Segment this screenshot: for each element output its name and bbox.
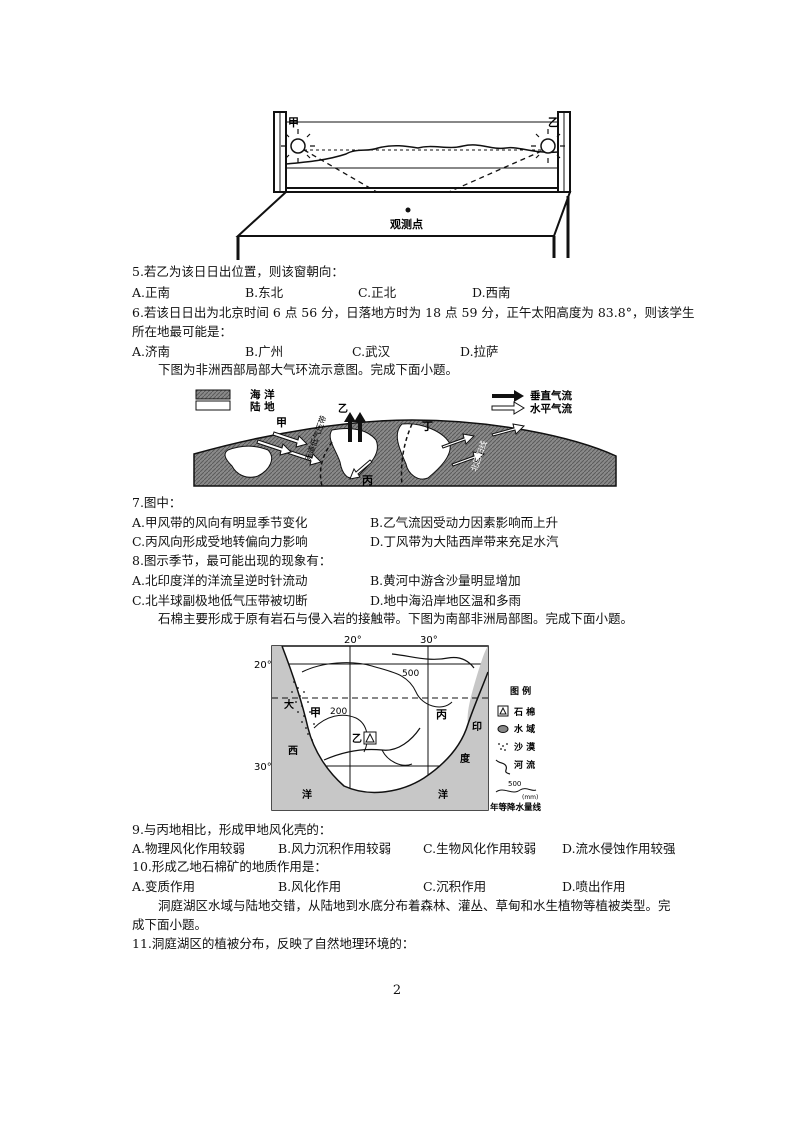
asbestos-symbol-icon (363, 731, 377, 745)
q6-stem-line2: 所在地最可能是： (132, 324, 233, 339)
legend-river-icon (495, 759, 511, 775)
intro-asbestos: 石棉主要形成于原有岩石与侵入岩的接触带。下图为南部非洲局部图。完成下面小题。 (158, 611, 634, 626)
sun-icon-right (531, 129, 565, 163)
legend-land: 陆 地 (250, 400, 275, 413)
q10-stem: 10.形成乙地石棉矿的地质作用是： (132, 859, 327, 874)
fig2-label-yi: 乙 (338, 403, 348, 415)
legend-water-icon (497, 725, 509, 733)
fig2-label-bing: 丙 (362, 474, 373, 487)
q9-option-c: C.生物风化作用较弱 (423, 841, 537, 856)
q6-option-c: C.武汉 (352, 344, 391, 359)
window-diagram: 甲 乙 观测点 (235, 111, 572, 260)
label-yi: 乙 (548, 116, 559, 129)
q7-option-a: A.甲风带的风向有明显季节变化 (132, 515, 308, 530)
fig3-label-jia: 甲 (310, 706, 321, 719)
legend-isoline: 年等降水量线 (490, 802, 542, 812)
intro-circulation: 下图为非洲西部局部大气环流示意图。完成下面小题。 (158, 362, 459, 377)
q7-option-d: D.丁风带为大陆西岸带来充足水汽 (370, 534, 559, 549)
fig2-label-ding: 丁 (422, 420, 433, 433)
lon-30-label: 30° (420, 635, 438, 646)
q7-option-b: B.乙气流因受动力因素影响而上升 (370, 515, 559, 530)
legend-title: 图 例 (510, 685, 531, 697)
fig2-label-jia: 甲 (276, 416, 287, 429)
legend-isoline-value: 500 (508, 780, 521, 788)
q8-option-a: A.北印度洋的洋流呈逆时针流动 (132, 573, 308, 588)
q9-option-b: B.风力沉积作用较弱 (278, 841, 392, 856)
q5-stem: 5.若乙为该日日出位置，则该窗朝向： (132, 264, 344, 279)
q10-option-b: B.风化作用 (278, 879, 342, 894)
horizontal-arrow-icon (491, 401, 525, 415)
legend-desert-icon (498, 743, 508, 751)
legend-asbestos: 石 棉 (513, 706, 535, 718)
ocean-right-1: 印 (472, 721, 482, 733)
q9-option-a: A.物理风化作用较弱 (132, 841, 246, 856)
q5-option-a: A.正南 (132, 285, 171, 300)
fig3-label-yi: 乙 (352, 733, 362, 745)
ocean-left-2: 西 (288, 745, 298, 757)
southern-africa-map: 20° 30° 20° 30° 500 200 乙 甲 丙 大 西 洋 印 度 … (254, 635, 542, 812)
q9-stem: 9.与丙地相比，形成甲地风化壳的： (132, 822, 332, 837)
intro-dongting-line1: 洞庭湖区水域与陆地交错，从陆地到水底分布着森林、灌丛、草甸和水生植物等植被类型。… (158, 898, 671, 913)
fig3-label-bing: 丙 (436, 708, 447, 721)
q10-option-c: C.沉积作用 (423, 879, 487, 894)
intro-dongting-line2: 成下面小题。 (132, 917, 208, 932)
q6-option-b: B.广州 (245, 344, 284, 359)
q6-stem-line1: 6.若该日日出为北京时间 6 点 56 分，日落地方时为 18 点 59 分，正… (132, 305, 695, 320)
legend-isoline-unit: (mm) (522, 794, 538, 801)
page-number: 2 (392, 983, 402, 998)
q5-option-d: D.西南 (472, 285, 511, 300)
q5-option-c: C.正北 (358, 285, 397, 300)
legend-ocean: 海 洋 (250, 388, 275, 401)
isoline-200-label: 200 (330, 707, 347, 717)
q8-option-b: B.黄河中游含沙量明显增加 (370, 573, 521, 588)
ocean-left-1: 大 (284, 698, 294, 711)
q7-stem: 7.图中： (132, 495, 182, 510)
q5-option-b: B.东北 (245, 285, 284, 300)
circulation-diagram: 海 洋 陆 地 垂直气流 水平气流 乙 甲 丙 丁 赤道低气压带 北回归线 (193, 388, 617, 487)
q8-option-c: C.北半球副极地低气压带被切断 (132, 593, 308, 608)
legend-desert: 沙 漠 (514, 741, 536, 753)
sun-icon-left (281, 129, 315, 163)
ocean-right-3: 洋 (438, 788, 448, 801)
legend-asbestos-icon (497, 705, 509, 717)
legend-isoline-icon (495, 788, 537, 793)
legend-water: 水 域 (514, 723, 535, 735)
legend-vertical-flow: 垂直气流 (530, 389, 572, 402)
q9-option-d: D.流水侵蚀作用较强 (562, 841, 676, 856)
isoline-500-label: 500 (402, 669, 419, 679)
q7-option-c: C.丙风向形成受地转偏向力影响 (132, 534, 308, 549)
q6-option-a: A.济南 (132, 344, 171, 359)
q8-option-d: D.地中海沿岸地区温和多雨 (370, 593, 522, 608)
q6-option-d: D.拉萨 (460, 344, 499, 359)
legend-horizontal-flow: 水平气流 (529, 402, 572, 415)
q10-option-d: D.喷出作用 (562, 879, 626, 894)
lat-20-label: 20° (254, 660, 272, 671)
label-jia: 甲 (288, 116, 299, 129)
q11-stem: 11.洞庭湖区的植被分布，反映了自然地理环境的： (132, 936, 415, 951)
lon-20-label: 20° (344, 635, 362, 646)
lat-30-label: 30° (254, 762, 272, 773)
ocean-left-3: 洋 (302, 788, 312, 801)
label-observation-point: 观测点 (390, 217, 423, 231)
q10-option-a: A.变质作用 (132, 879, 196, 894)
vertical-arrow-icon (492, 390, 524, 402)
q8-stem: 8.图示季节，最可能出现的现象有： (132, 553, 332, 568)
ocean-right-2: 度 (460, 752, 471, 765)
legend-river: 河 流 (514, 759, 535, 771)
